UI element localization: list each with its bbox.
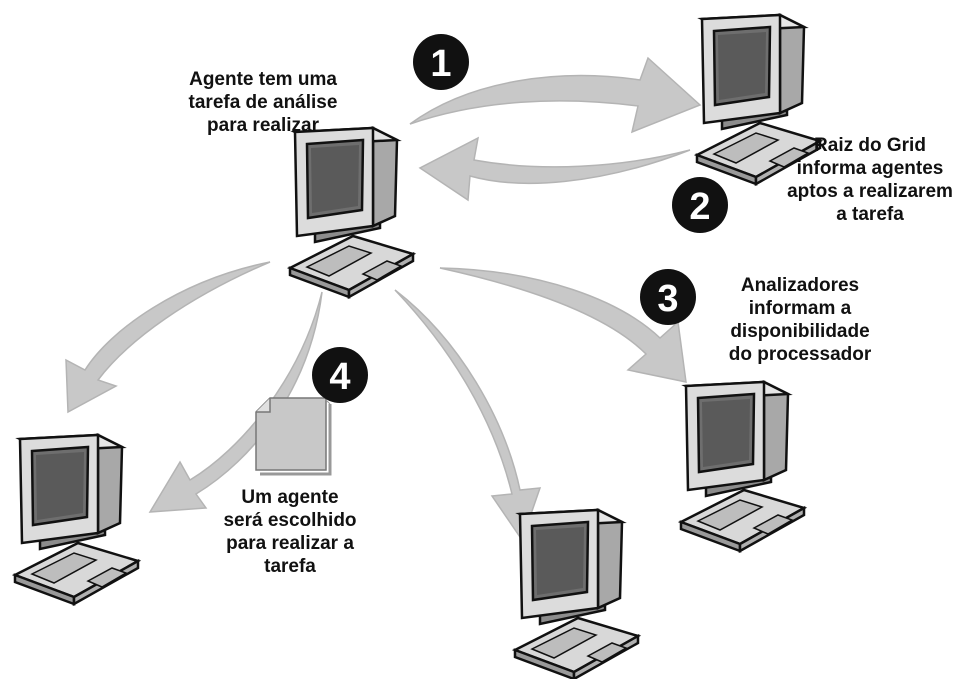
- arrow-1-to-root: [409, 56, 702, 134]
- document-icon: [255, 397, 332, 476]
- analyzer-bottom-computer-icon: [513, 508, 640, 681]
- arrow-3-to-analyzer: [439, 267, 687, 383]
- step-1-line: Agente tem uma: [189, 69, 337, 90]
- step-2-label: Raiz do Grid informa agentes aptos a rea…: [770, 134, 970, 226]
- svg-text:2: 2: [689, 186, 710, 228]
- step-2-line: Raiz do Grid: [814, 135, 926, 156]
- analyzer-left-computer-icon: [13, 433, 140, 606]
- step-2-line: aptos a realizarem: [787, 181, 953, 202]
- arrow-2-from-root: [418, 136, 691, 202]
- svg-text:1: 1: [430, 43, 451, 85]
- step-2-line: a tarefa: [836, 204, 904, 225]
- arrow-to-analyzer-left: [65, 261, 271, 414]
- arrow-4-chosen-agent: [148, 291, 323, 513]
- step-4-label: Um agente será escolhido para realizar a…: [200, 486, 380, 578]
- step-4-line: tarefa: [264, 556, 316, 577]
- step-2-line: informa agentes: [796, 158, 944, 179]
- step-4-line: Um agente: [241, 487, 339, 508]
- step-badge-1: 1: [413, 34, 469, 90]
- step-3-line: do processador: [728, 344, 872, 365]
- step-1-line: para realizar: [207, 115, 319, 136]
- step-4-line: para realizar a: [226, 533, 354, 554]
- step-3-line: informam a: [748, 298, 852, 319]
- agent-computer-icon: [288, 126, 415, 299]
- step-4-line: será escolhido: [223, 510, 357, 531]
- step-badge-3: 3: [640, 269, 696, 325]
- step-1-label: Agente tem uma tarefa de análise para re…: [168, 68, 358, 137]
- svg-text:4: 4: [329, 356, 350, 398]
- step-1-line: tarefa de análise: [188, 92, 338, 113]
- arrow-to-analyzer-bottom: [394, 289, 542, 542]
- analyzer-right-computer-icon: [679, 380, 806, 553]
- step-3-label: Analizadores informam a disponibilidade …: [700, 274, 900, 366]
- step-badge-4: 4: [312, 347, 368, 403]
- step-badge-2: 2: [672, 177, 728, 233]
- step-3-line: disponibilidade: [730, 321, 870, 342]
- step-3-line: Analizadores: [740, 275, 860, 296]
- svg-text:3: 3: [657, 278, 678, 320]
